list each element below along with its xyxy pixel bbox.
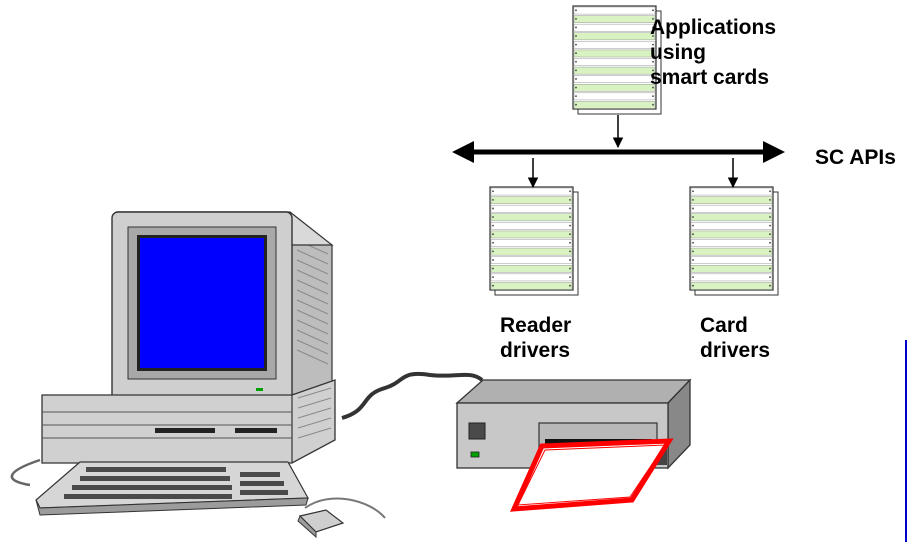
applications-label-line-2: using: [650, 41, 706, 64]
sc-apis-label: SC APIs: [815, 146, 896, 169]
mouse-icon: [297, 497, 386, 539]
sc-api-bus-arrow: [452, 141, 785, 163]
smart-card-icon: [510, 438, 674, 512]
card-drivers-label: Card drivers: [700, 313, 770, 363]
reader-drivers-label: Reader drivers: [500, 313, 571, 363]
card-drivers-label-line-1: Card: [700, 314, 748, 337]
reader-status-led: [470, 451, 480, 458]
reader-drivers-module-icon: [489, 186, 579, 296]
applications-module-icon: [572, 5, 662, 115]
reader-drivers-label-line-1: Reader: [500, 314, 572, 337]
keyboard-icon: [35, 461, 309, 516]
monitor-screen: [140, 238, 264, 368]
reader-cable: [341, 371, 484, 420]
reader-drivers-label-line-2: drivers: [500, 339, 571, 362]
applications-label-line-1: Applications: [650, 16, 777, 39]
monitor-power-led: [256, 388, 263, 391]
right-edge-bar: [905, 340, 907, 542]
desktop-computer-icon: [10, 211, 386, 539]
applications-label: Applications using smart cards: [650, 15, 776, 90]
applications-label-line-3: smart cards: [650, 66, 770, 89]
card-drivers-module-icon: [689, 186, 779, 296]
card-drivers-label-line-2: drivers: [700, 339, 771, 362]
